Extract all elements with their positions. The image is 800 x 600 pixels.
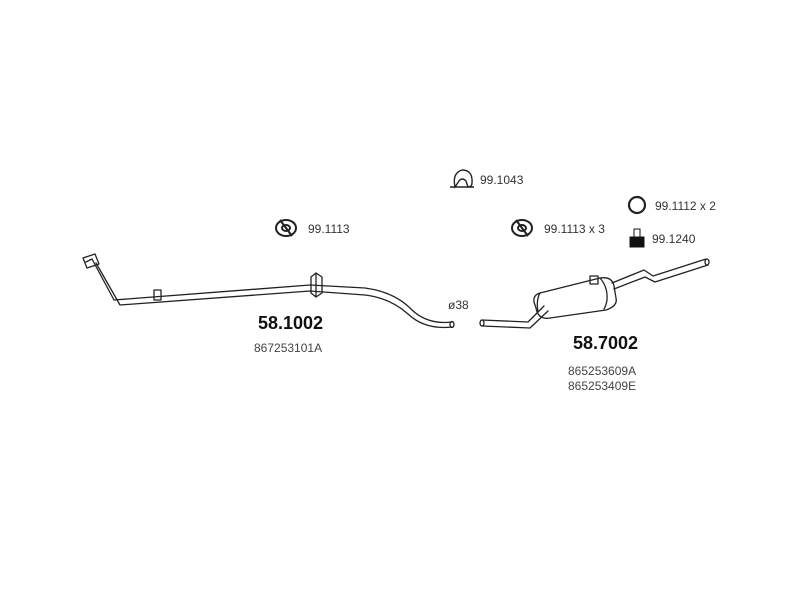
front-pipe-oem: 867253101A <box>254 341 322 356</box>
gasket-ring-icon <box>627 195 647 215</box>
hanger-rear-code: 99.1113 x 3 <box>544 222 605 236</box>
rear-silencer-number: 58.7002 <box>573 333 639 353</box>
rear-silencer <box>479 258 710 329</box>
oem-number: 865253609A <box>568 364 637 378</box>
hanger-icon <box>275 219 297 237</box>
gasket-ring-code: 99.1112 x 2 <box>655 199 716 213</box>
rear-silencer-oem: 865253609A 865253409E <box>568 364 636 394</box>
hanger-front-code: 99.1113 <box>308 222 350 236</box>
clamp-code: 99.1043 <box>480 173 524 187</box>
clamp-icon <box>450 169 474 189</box>
front-pipe-number: 58.1002 <box>258 313 324 333</box>
oem-number: 867253101A <box>254 341 323 355</box>
oem-number: 865253409E <box>568 379 637 393</box>
rubber-mount-code: 99.1240 <box>652 232 696 246</box>
rubber-mount-icon <box>629 228 645 248</box>
diameter-label: ø38 <box>448 298 469 312</box>
hanger-icon <box>511 219 533 237</box>
front-pipe <box>82 253 455 329</box>
